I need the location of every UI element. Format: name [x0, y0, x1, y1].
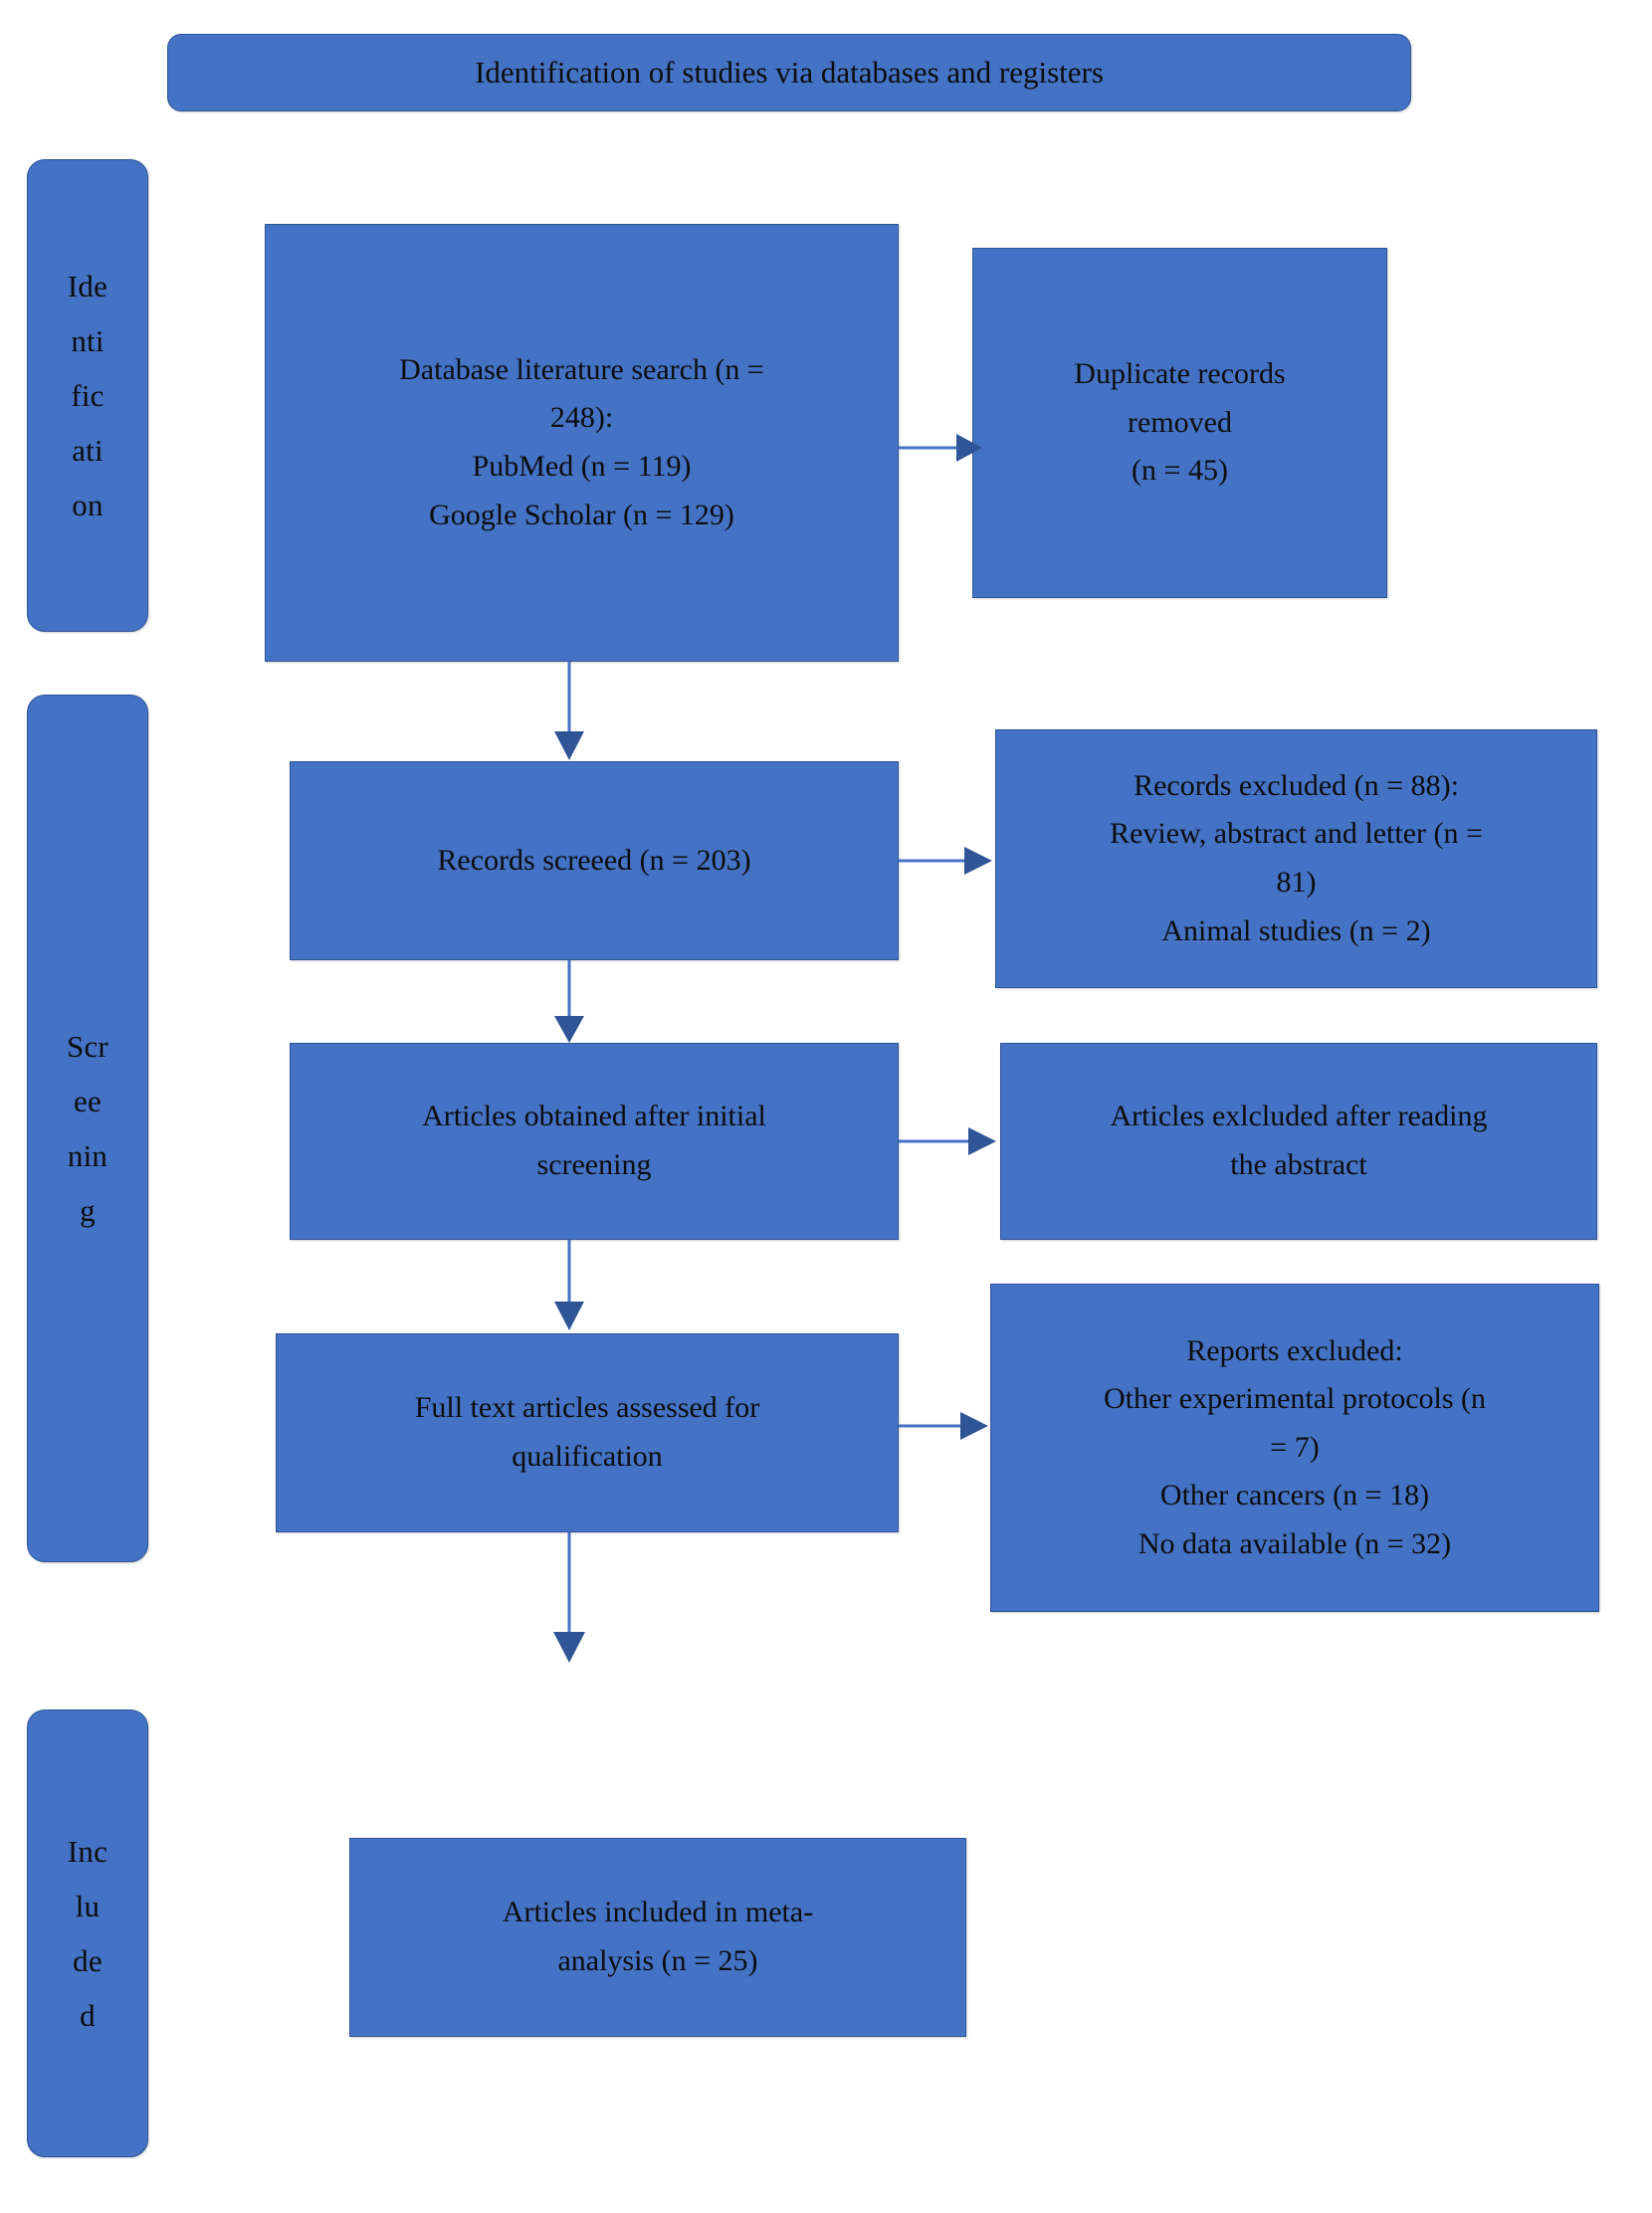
node-line: (n = 45) — [1132, 454, 1228, 488]
node-line: Review, abstract and letter (n = — [1110, 817, 1483, 851]
rail-line: nti — [71, 322, 104, 358]
connector-search-to-screened — [547, 662, 591, 765]
rail-line: nin — [67, 1138, 108, 1173]
node-line: Other experimental protocols (n — [1103, 1382, 1487, 1416]
diagram-header-title: Identification of studies via databases … — [475, 54, 1104, 90]
node-line: = 7) — [1270, 1430, 1320, 1464]
node-reports-excluded-text: Reports excluded: Other experimental pro… — [1005, 1327, 1584, 1569]
node-articles-obtained-text: Articles obtained after initial screenin… — [305, 1093, 884, 1189]
stage-rail-screening: Scr ee nin g — [27, 695, 148, 1562]
connector-fulltext-to-included — [547, 1532, 591, 1668]
connector-obtained-to-fulltext — [547, 1240, 591, 1335]
node-database-search-text: Database literature search (n = 248): Pu… — [280, 346, 884, 539]
node-duplicates-removed: Duplicate records removed (n = 45) — [972, 248, 1387, 598]
connector-obtained-to-abstract-excluded — [899, 1121, 1002, 1161]
node-line: PubMed (n = 119) — [472, 450, 692, 483]
node-line: screening — [536, 1148, 652, 1181]
node-line: Reports excluded: — [1186, 1333, 1403, 1367]
rail-line: d — [80, 1998, 96, 2034]
node-full-text-assessed: Full text articles assessed for qualific… — [276, 1333, 899, 1532]
node-records-excluded: Records excluded (n = 88): Review, abstr… — [995, 729, 1597, 988]
node-line: Articles exlcluded after reading — [1110, 1100, 1488, 1133]
connector-search-to-duplicates — [899, 428, 988, 468]
node-line: Google Scholar (n = 129) — [429, 498, 734, 531]
node-line: removed — [1128, 405, 1232, 439]
rail-line: ati — [72, 433, 103, 469]
connector-screened-to-obtained — [547, 960, 591, 1048]
node-articles-excluded-abstract-text: Articles exlcluded after reading the abs… — [1015, 1093, 1582, 1189]
node-records-screened: Records screeed (n = 203) — [290, 761, 899, 960]
rail-line: ee — [74, 1083, 102, 1118]
node-line: Articles included in meta- — [502, 1896, 814, 1929]
node-line: Other cancers (n = 18) — [1159, 1479, 1430, 1512]
node-articles-included-text: Articles included in meta- analysis (n =… — [364, 1889, 951, 1985]
stage-rail-included: Inc lu de d — [27, 1710, 148, 2157]
connector-fulltext-to-reports-excluded — [899, 1406, 994, 1446]
node-line: Duplicate records — [1074, 357, 1286, 391]
connector-screened-to-records-excluded — [899, 841, 998, 881]
node-line: Full text articles assessed for — [414, 1391, 760, 1425]
rail-line: lu — [75, 1888, 101, 1923]
node-reports-excluded: Reports excluded: Other experimental pro… — [990, 1284, 1599, 1612]
stage-rail-included-label: Inc lu de d — [30, 1824, 145, 2044]
node-articles-excluded-abstract: Articles exlcluded after reading the abs… — [1000, 1043, 1597, 1240]
rail-line: Scr — [67, 1028, 108, 1064]
node-records-screened-text: Records screeed (n = 203) — [305, 837, 884, 886]
node-line: Database literature search (n = — [399, 352, 764, 386]
rail-line: fic — [71, 377, 104, 413]
node-articles-obtained: Articles obtained after initial screenin… — [290, 1043, 899, 1240]
rail-line: g — [80, 1193, 96, 1229]
node-line: the abstract — [1230, 1148, 1367, 1181]
node-full-text-assessed-text: Full text articles assessed for qualific… — [291, 1384, 884, 1481]
rail-line: de — [73, 1943, 103, 1978]
node-line: qualification — [512, 1440, 663, 1473]
stage-rail-identification: Ide nti fic ati on — [27, 159, 148, 632]
stage-rail-screening-label: Scr ee nin g — [30, 1019, 145, 1239]
node-line: 248): — [549, 401, 614, 435]
node-line: Articles obtained after initial — [422, 1100, 766, 1133]
node-line: Animal studies (n = 2) — [1161, 913, 1431, 947]
node-duplicates-removed-text: Duplicate records removed (n = 45) — [987, 350, 1372, 496]
rail-line: on — [72, 488, 103, 523]
node-database-search: Database literature search (n = 248): Pu… — [265, 224, 899, 662]
node-records-excluded-text: Records excluded (n = 88): Review, abstr… — [1010, 762, 1582, 955]
node-line: analysis (n = 25) — [557, 1944, 758, 1977]
stage-rail-identification-label: Ide nti fic ati on — [30, 259, 145, 533]
node-line: Records screeed (n = 203) — [437, 843, 751, 877]
node-line: 81) — [1276, 866, 1317, 899]
node-line: No data available (n = 32) — [1137, 1526, 1452, 1560]
node-line: Records excluded (n = 88): — [1134, 768, 1459, 802]
rail-line: Inc — [67, 1833, 108, 1869]
node-articles-included: Articles included in meta- analysis (n =… — [349, 1838, 966, 2037]
diagram-header-banner: Identification of studies via databases … — [167, 34, 1411, 111]
rail-line: Ide — [67, 268, 108, 303]
